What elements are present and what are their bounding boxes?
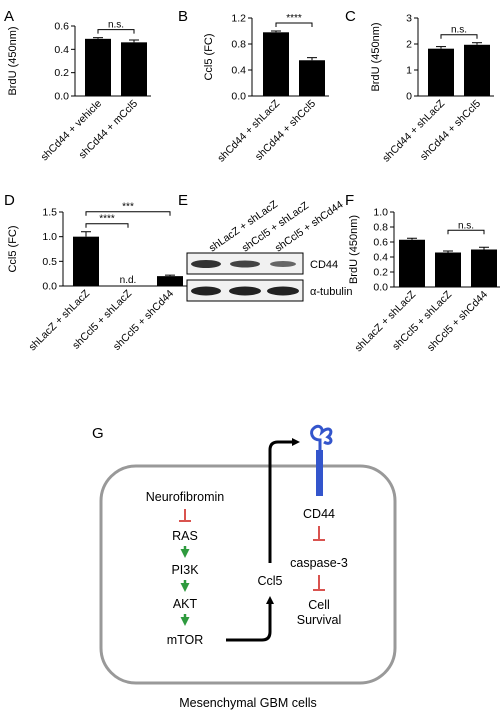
y-tick-label: 0.8 [373,222,388,234]
node-akt: AKT [173,597,198,611]
blot-band [270,261,296,267]
y-axis-label: BrdU (450nm) [370,22,382,91]
cd44-receptor [316,450,323,496]
y-tick-label: 0.4 [54,44,69,56]
blot-band [191,260,221,268]
node-survival: Survival [297,613,341,627]
y-tick-label: 1.0 [42,231,57,243]
significance-bracket [85,211,171,216]
blot-band [267,286,299,296]
panel-label-e: E [178,192,188,209]
y-tick-label: 0.5 [42,256,57,268]
y-tick-label: 0 [406,91,412,103]
panel-label-f: F [345,192,354,209]
y-axis-label: Ccl5 (FC) [7,225,19,272]
cd44-receptor-head [310,424,333,450]
y-tick-label: 0.0 [373,282,388,294]
cell-membrane [99,464,397,685]
x-category-label: shCd44 + shLacZ [215,97,282,164]
y-tick-label: 0.0 [54,91,69,103]
y-tick-label: 1.5 [42,207,57,219]
ccl5-export-arrow [268,438,300,563]
bar [121,42,147,96]
significance-label: n.s. [458,220,474,231]
bar [73,236,99,286]
significance-bracket [275,22,313,27]
y-tick-label: 0.4 [231,65,246,77]
blot-band [229,286,261,296]
y-tick-label: 1.0 [373,207,388,219]
diagram-caption: Mesenchymal GBM cells [179,696,317,710]
significance-bracket [97,29,135,34]
y-tick-label: 3 [406,13,412,25]
y-tick-label: 2 [406,39,412,51]
y-tick-label: 0.2 [373,267,388,279]
blot-band [230,260,260,268]
pathway-diagram: Neurofibromin RAS PI3K AKT mTOR Ccl5 CD4… [99,424,397,710]
bar [263,32,289,96]
bar-annotation: n.d. [120,275,137,286]
significance-bracket [85,223,129,228]
y-tick-label: 0.2 [54,67,69,79]
panel-label-g: G [92,425,104,442]
node-caspase-3: caspase-3 [290,556,348,570]
bar [157,276,183,286]
y-axis-label: Ccl5 (FC) [203,33,215,80]
bar [428,48,454,96]
y-axis-label: BrdU (450nm) [348,215,360,284]
bar [464,44,490,96]
y-axis-label: BrdU (450nm) [7,26,19,95]
y-tick-label: 0.6 [54,21,69,33]
x-category-label: shCd44 + shLacZ [380,97,447,164]
y-tick-label: 0.0 [42,281,57,293]
node-neurofibromin: Neurofibromin [146,490,225,504]
y-tick-label: 0.0 [231,91,246,103]
significance-bracket [447,229,485,235]
bar [299,60,325,96]
bar [399,239,425,287]
y-tick-label: 1.2 [231,13,246,25]
panel-label-c: C [345,8,356,25]
node-cell: Cell [308,598,330,612]
secretion-arrow [226,596,274,642]
significance-bracket [440,34,478,39]
panel-label-d: D [4,192,15,209]
bar [85,38,111,96]
significance-label: **** [99,214,115,225]
panel-label-a: A [4,8,14,25]
bar [471,249,497,287]
blot-row-label: α-tubulin [310,286,352,298]
blot-band [191,286,221,296]
node-ccl5: Ccl5 [257,574,282,588]
significance-label: **** [286,13,302,24]
node-mtor: mTOR [167,633,204,647]
y-tick-label: 0.4 [373,252,388,264]
node-ras: RAS [172,529,198,543]
node-pi3k: PI3K [171,563,199,577]
x-category-label: shLacZ + shLacZ [352,288,418,354]
node-cd44: CD44 [303,507,335,521]
significance-label: n.s. [451,25,467,36]
significance-label: n.s. [108,20,124,31]
panel-label-b: B [178,8,188,25]
y-tick-label: 1 [406,65,412,77]
y-tick-label: 0.6 [373,237,388,249]
western-blot: shLacZ + shLacZ shCcl5 + shLacZ shCcl5 +… [186,198,352,302]
x-category-label: shCd44 + vehicle [38,98,104,164]
chart-a: 0.0 0.2 0.4 0.6 BrdU (450nm) shCd44 + vehicle… [7,20,151,164]
significance-label: *** [122,202,134,213]
blot-row-label: CD44 [310,259,338,271]
bar [435,252,461,287]
y-tick-label: 0.8 [231,39,246,51]
